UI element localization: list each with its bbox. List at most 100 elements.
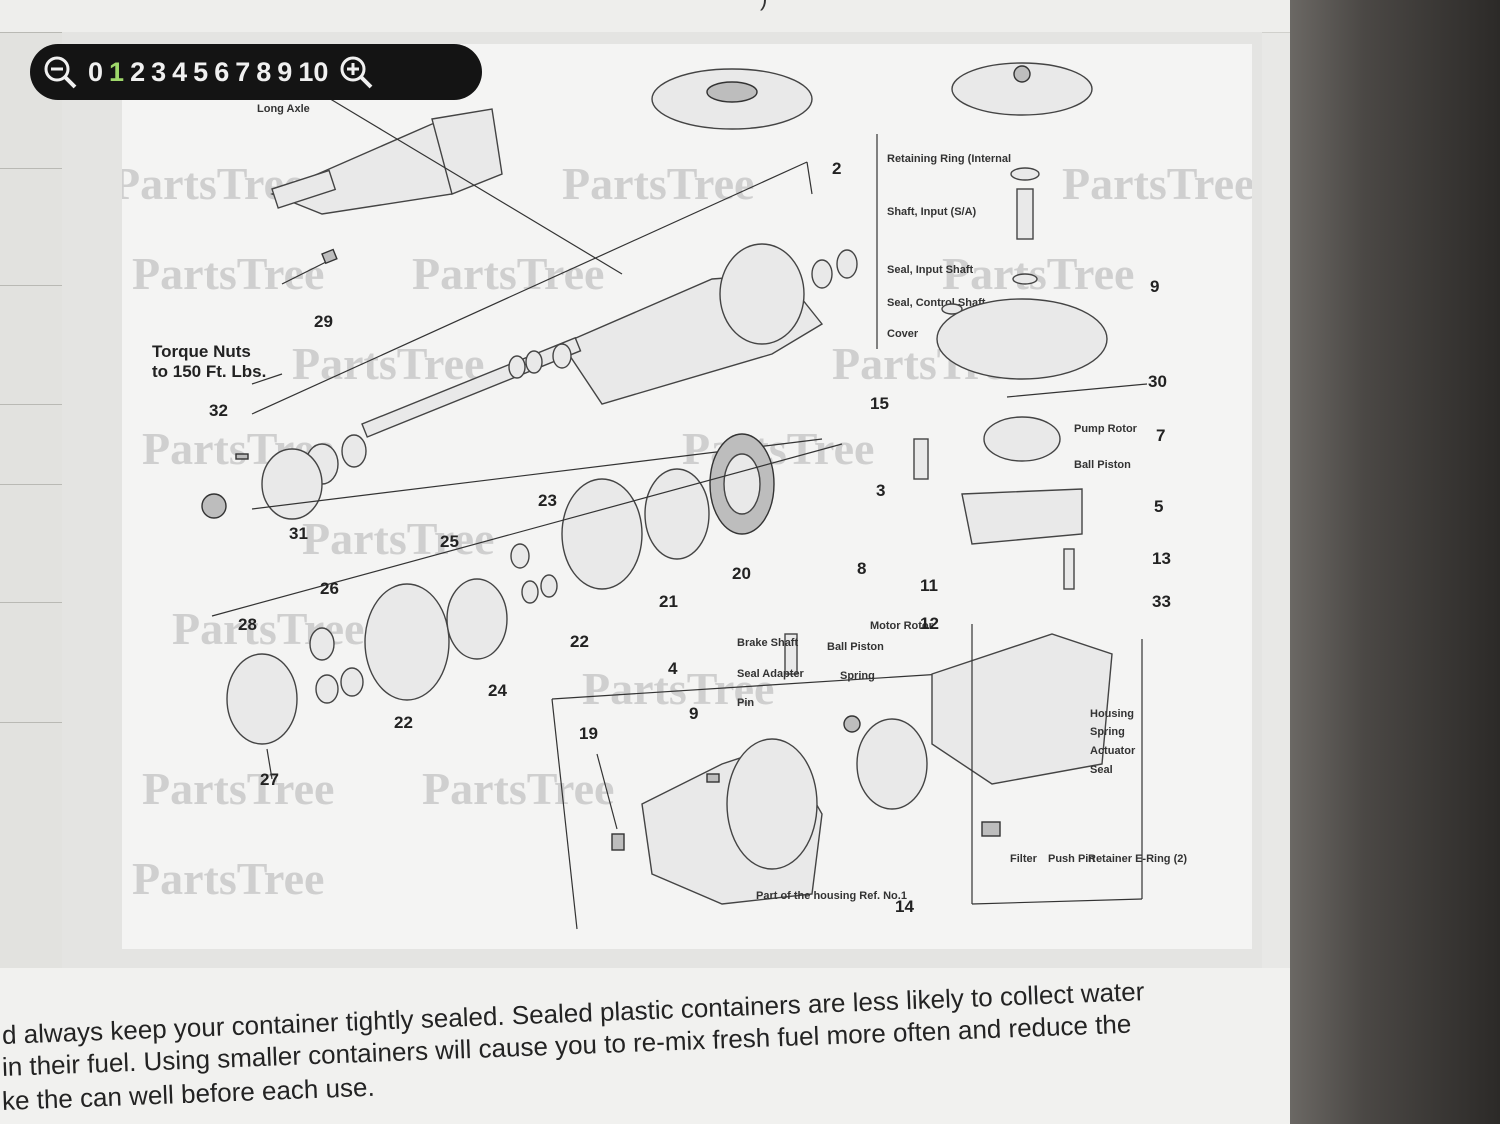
disc-part [561,478,643,590]
center-plate-part [961,488,1083,545]
callout-27: 27 [260,770,279,789]
callout-25: 25 [440,532,459,551]
ring-part [811,259,833,289]
input-shaft-stack: 2 Retaining Ring (Internal Shaft, Input … [832,134,1187,905]
plug-part [706,773,720,783]
callout-24: 24 [488,681,507,700]
parts-diagram[interactable]: PartsTree PartsTree PartsTree PartsTree … [122,44,1252,949]
pin-part [913,438,929,480]
ball-part [843,715,861,733]
axle-shaft-part [271,169,337,209]
monitor-bezel [1290,0,1500,1124]
pin-part [1063,548,1075,590]
zoom-level-6[interactable]: 6 [214,56,230,87]
callout-19: 19 [579,724,598,743]
housing-ref-label: Part of the housing Ref. No.1 [756,890,907,902]
callout-29: 29 [314,312,333,331]
callout-2: 2 [832,159,841,178]
callout-13: 13 [1152,549,1171,568]
zoom-level-1[interactable]: 1 [109,56,125,87]
callout-32: 32 [209,401,228,420]
bolt-part [281,258,333,285]
fan-hub-part [1013,65,1031,83]
zoom-in-icon [340,56,373,89]
washer-part [552,343,572,369]
zoom-level-4[interactable]: 4 [172,56,188,87]
filter-label: Filter [1010,853,1038,865]
callout-11: 11 [920,576,938,595]
watermark-text: PartsTree [132,248,324,299]
filter-part [981,821,1001,837]
brake-shaft-part [784,633,798,675]
left-table-row [0,168,62,169]
watermark-text: PartsTree [412,248,604,299]
spring-part [611,833,625,851]
watermark-text: PartsTree [132,853,324,904]
watermark-text: PartsTree [942,248,1134,299]
brake-disc-inner-part [723,453,761,515]
seal-part [1012,273,1038,285]
pin-label: Pin [737,697,754,709]
bearing-part [540,574,558,598]
disc-part [644,468,710,560]
seal-adapter-label: Seal Adapter [737,668,805,680]
seal-label: Seal [1090,764,1113,776]
retaining-ring-label: Retaining Ring (Internal [887,153,1011,165]
finned-cover-part [936,298,1108,380]
spring-label: Spring [840,670,875,682]
callout-12: 12 [920,614,939,633]
seal-part [941,303,963,315]
axle-flange-part [431,108,503,195]
callout-8: 8 [857,559,866,578]
zoom-level-2[interactable]: 2 [130,56,146,87]
top-cut-text: ) [760,0,767,12]
left-table-row [0,32,62,33]
zoom-out-button[interactable] [40,52,80,92]
callout-4: 4 [668,659,678,678]
retainer-ering-label: Retainer E-Ring (2) [1088,853,1187,865]
watermark-text: PartsTree [682,423,874,474]
watermark-text: PartsTree [582,663,774,714]
zoom-level-7[interactable]: 7 [235,56,251,87]
leader-line [596,753,618,830]
ball-piston-label: Ball Piston [827,641,884,653]
actuator-label: Actuator [1090,745,1136,757]
zoom-level-5[interactable]: 5 [193,56,209,87]
callout-5: 5 [1154,497,1163,516]
left-table-row [0,722,62,723]
key-part [235,453,249,460]
watermark-text: PartsTree [422,763,614,814]
wheel-flange-part [226,653,298,745]
watermark-text: PartsTree [142,763,334,814]
input-shaft-part [1016,188,1034,240]
brake-shaft-label: Brake Shaft [737,637,798,649]
housing-flange-part [719,243,805,345]
bearing-part [510,543,530,569]
header-strip: ) [0,0,1290,33]
zoom-level-0[interactable]: 0 [88,56,104,87]
callout-26: 26 [320,579,339,598]
bracket-line [211,443,843,617]
left-hub-assembly: 26 28 22 24 27 [226,578,508,789]
motor-rotor-label: Motor Rotor [870,620,934,632]
left-table-row [0,404,62,405]
leader-line [321,93,623,275]
lower-cover-assembly: Brake Shaft Seal Adapter Pin 4 9 19 Part… [551,559,943,930]
seal-input-shaft-label: Seal, Input Shaft [887,264,974,276]
zoom-level-3[interactable]: 3 [151,56,167,87]
housing-part [931,633,1113,785]
callout-31: 31 [289,524,308,543]
callout-30: 30 [1148,372,1167,391]
bracket-line [971,898,1143,905]
housing-label: Housing [1090,708,1134,720]
top-cover-assembly [651,62,1093,130]
callout-21: 21 [659,592,678,611]
long-axle-assembly: Long Axle 29 [257,93,623,331]
zoom-level-10[interactable]: 10 [298,56,329,87]
fan-part [951,62,1093,116]
zoom-in-button[interactable] [336,52,376,92]
exploded-parts-diagram: PartsTree PartsTree PartsTree PartsTree … [122,62,1252,930]
zoom-level-9[interactable]: 9 [277,56,293,87]
zoom-level-8[interactable]: 8 [256,56,272,87]
